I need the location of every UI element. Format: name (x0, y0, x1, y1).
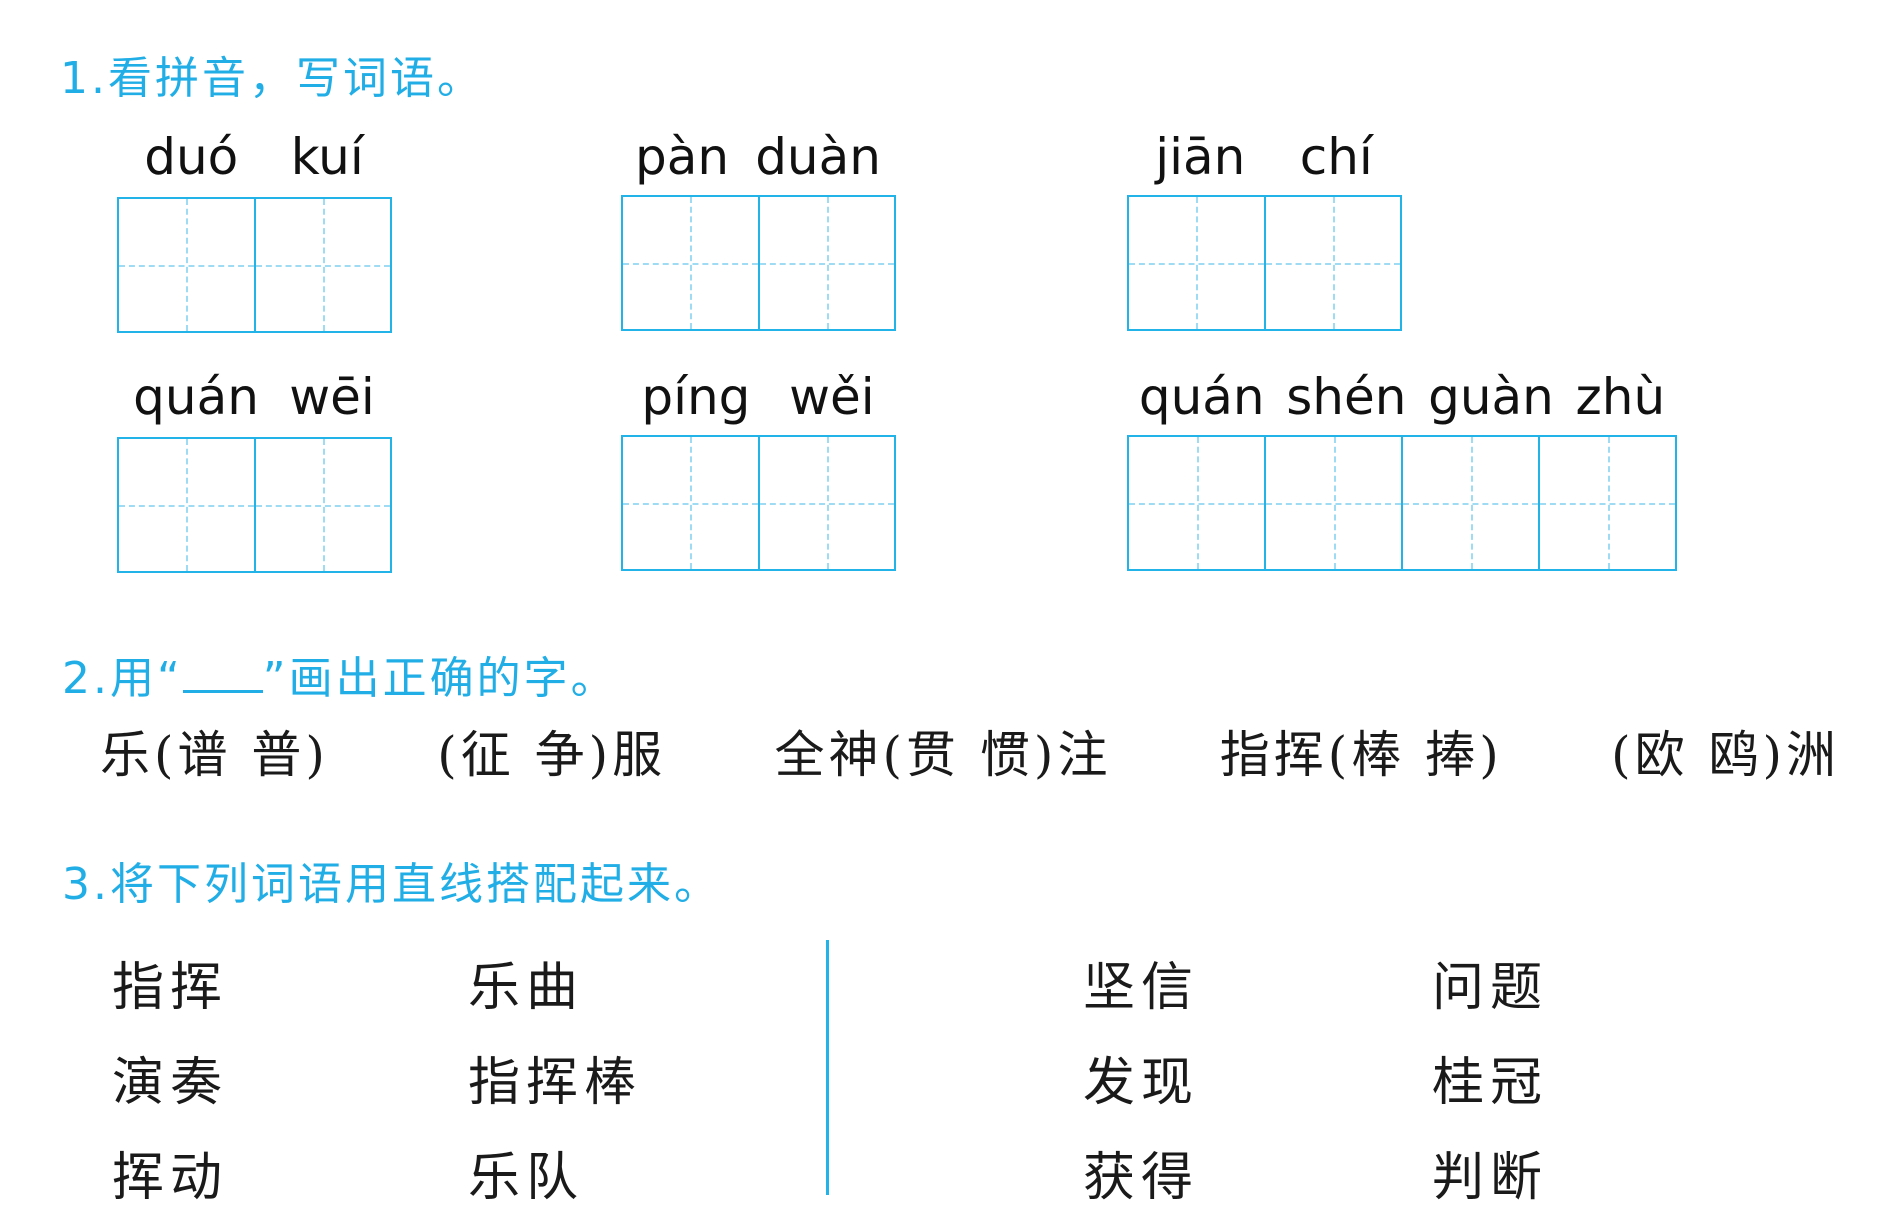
underline-sample (182, 656, 263, 693)
writing-grid-2[interactable] (621, 195, 896, 331)
pinyin-syllable: quán (1138, 368, 1265, 426)
pinyin-syllable: guàn (1428, 368, 1554, 426)
choice-item[interactable]: (征 争)服 (437, 726, 667, 784)
writing-cell[interactable] (1401, 437, 1538, 569)
pinyin-syllable: zhù (1575, 368, 1666, 426)
question-2-title: 2.用“ ”画出正确的字。 (62, 642, 618, 706)
match-word[interactable]: 指挥 (112, 958, 229, 1018)
match-word[interactable]: 指挥棒 (468, 1053, 643, 1113)
writing-grid-4[interactable] (117, 437, 392, 573)
choice-item[interactable]: 乐(谱 普) (100, 726, 329, 784)
writing-grid-5[interactable] (621, 435, 896, 571)
pinyin-syllable: wēi (289, 368, 375, 426)
pinyin-pan-duan: pàn duàn (622, 128, 894, 186)
match-word[interactable]: 问题 (1432, 958, 1549, 1018)
match-word[interactable]: 发现 (1083, 1053, 1200, 1113)
writing-cell[interactable] (1263, 197, 1401, 329)
match-word[interactable]: 乐队 (468, 1148, 585, 1208)
question-3-title: 3.将下列词语用直线搭配起来。 (62, 859, 721, 910)
writing-grid-1[interactable] (117, 197, 392, 333)
writing-cell[interactable] (757, 437, 895, 569)
writing-cell[interactable] (119, 439, 254, 571)
question-2-title-suffix: ”画出正确的字。 (262, 653, 618, 704)
choice-item[interactable]: (欧 鸥)洲 (1611, 726, 1840, 784)
pinyin-syllable: shén (1286, 368, 1407, 426)
match-word[interactable]: 判断 (1432, 1148, 1549, 1208)
writing-grid-3[interactable] (1127, 195, 1402, 331)
pinyin-syllable: wěi (789, 368, 875, 426)
match-word[interactable]: 桂冠 (1432, 1053, 1549, 1113)
writing-cell[interactable] (757, 197, 895, 329)
writing-cell[interactable] (623, 197, 758, 329)
pinyin-syllable: kuí (290, 128, 364, 186)
writing-cell[interactable] (1129, 437, 1264, 569)
match-word[interactable]: 获得 (1083, 1148, 1200, 1208)
question-2-title-prefix: 2.用“ (62, 653, 183, 704)
question-1-title: 1.看拼音，写词语。 (60, 53, 484, 104)
match-word[interactable]: 乐曲 (468, 958, 585, 1018)
writing-cell[interactable] (253, 199, 391, 331)
pinyin-quan-wei: quán wēi (118, 368, 390, 426)
writing-cell[interactable] (253, 439, 391, 571)
writing-cell[interactable] (1129, 197, 1264, 329)
pinyin-syllable: chí (1299, 128, 1373, 186)
section-divider (826, 940, 829, 1195)
choice-item[interactable]: 全神(贯 惯)注 (774, 726, 1112, 784)
writing-cell[interactable] (119, 199, 254, 331)
pinyin-jian-chi: jiān chí (1128, 128, 1400, 186)
match-word[interactable]: 演奏 (112, 1053, 229, 1113)
pinyin-syllable: píng (641, 368, 751, 426)
writing-cell[interactable] (623, 437, 758, 569)
match-word[interactable]: 挥动 (112, 1148, 229, 1208)
pinyin-duo-kui: duó kuí (118, 128, 390, 186)
writing-cell[interactable] (1538, 437, 1675, 569)
choice-item[interactable]: 指挥(棒 捧) (1219, 726, 1503, 784)
pinyin-ping-wei: píng wěi (622, 368, 894, 426)
pinyin-syllable: pàn (635, 128, 730, 186)
writing-grid-6[interactable] (1127, 435, 1677, 571)
match-word[interactable]: 坚信 (1083, 958, 1200, 1018)
pinyin-quan-shen-guan-zhu: quán shén guàn zhù (1128, 368, 1676, 426)
writing-cell[interactable] (1264, 437, 1401, 569)
pinyin-syllable: jiān (1155, 128, 1246, 186)
pinyin-syllable: duàn (755, 128, 881, 186)
pinyin-syllable: quán (133, 368, 259, 426)
pinyin-syllable: duó (144, 128, 239, 186)
question-2-choices: 乐(谱 普) (征 争)服 全神(贯 惯)注 指挥(棒 捧) (欧 鸥)洲 (100, 715, 1840, 787)
